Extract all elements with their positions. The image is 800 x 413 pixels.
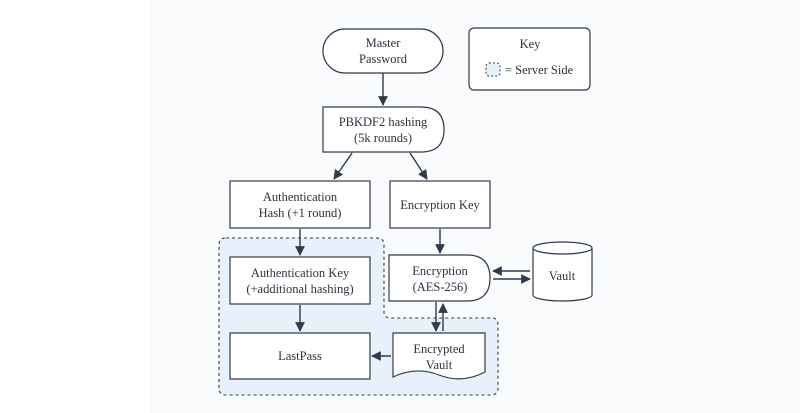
auth-hash-label-line1: Authentication [263, 190, 338, 204]
pbkdf2-label-line1: PBKDF2 hashing [339, 115, 428, 129]
lastpass-node: LastPass [229, 332, 371, 380]
auth-key-label-line2: (+additional hashing) [246, 282, 353, 296]
server-side-swatch [485, 62, 501, 77]
pbkdf2-hashing-node: PBKDF2 hashing (5k rounds) [322, 106, 445, 153]
encryption-key-label: Encryption Key [400, 198, 480, 212]
master-password-label-line2: Password [359, 52, 408, 66]
auth-hash-label-line2: Hash (+1 round) [259, 206, 342, 220]
legend-box: Key = Server Side [468, 27, 591, 91]
lastpass-label: LastPass [278, 349, 322, 363]
authentication-hash-node: Authentication Hash (+1 round) [229, 180, 371, 229]
legend-server-side-label: = Server Side [505, 63, 574, 77]
encryption-aes-node: Encryption (AES-256) [388, 254, 491, 302]
encrypted-vault-label-line1: Encrypted [413, 342, 465, 356]
master-password-node: Master Password [322, 28, 444, 74]
left-margin-area [0, 0, 150, 413]
authentication-key-node: Authentication Key (+additional hashing) [229, 256, 371, 305]
auth-key-label-line1: Authentication Key [251, 266, 350, 280]
pbkdf2-label-line2: (5k rounds) [354, 131, 412, 145]
edge-pbkdf2-to-encryption-key [409, 152, 428, 180]
encryption-label-line2: (AES-256) [413, 280, 468, 294]
edge-pbkdf2-to-auth-hash [333, 152, 353, 180]
master-password-label-line1: Master [366, 36, 402, 50]
encryption-key-node: Encryption Key [389, 180, 491, 229]
encrypted-vault-node: Encrypted Vault [392, 332, 486, 380]
encryption-label-line1: Encryption [412, 264, 468, 278]
vault-node: Vault [532, 241, 593, 302]
encrypted-vault-label-line2: Vault [426, 358, 453, 372]
vault-label: Vault [549, 269, 576, 283]
legend-title: Key [520, 37, 542, 51]
